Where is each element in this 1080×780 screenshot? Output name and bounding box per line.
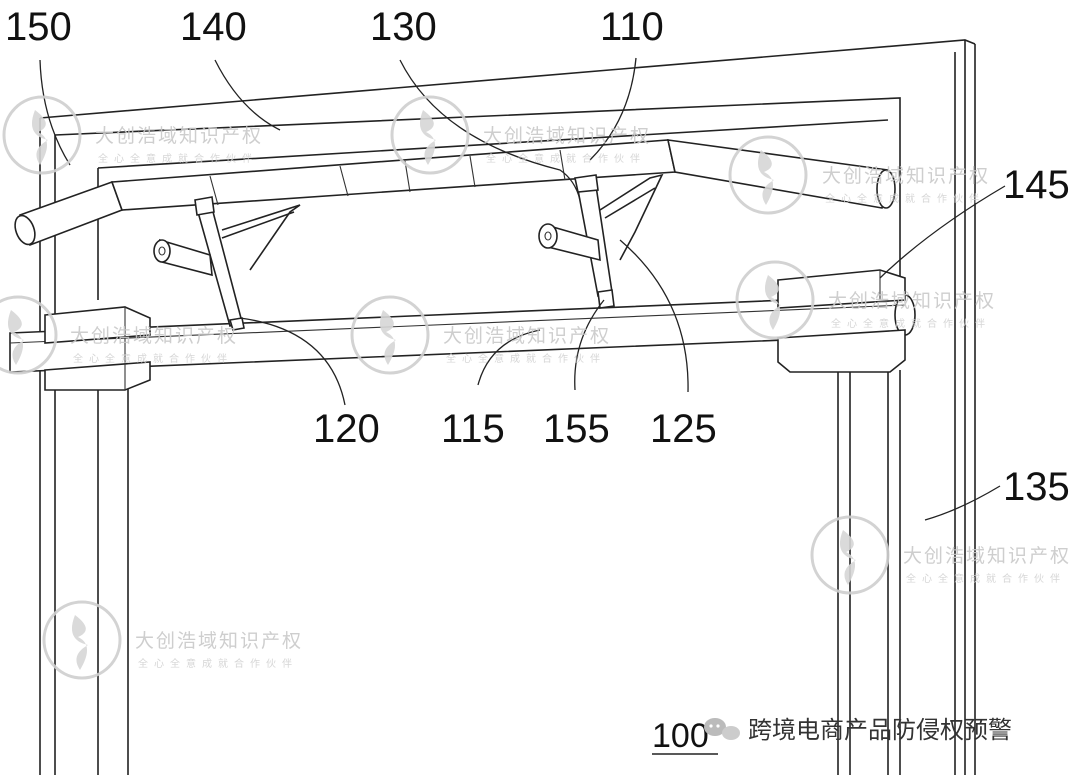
watermark-title: 大创浩域知识产权 (443, 325, 611, 347)
watermark-logo-icon (728, 135, 808, 215)
watermark-logo-icon (350, 295, 430, 375)
left-brace (221, 204, 301, 271)
figure-number-group: 100 (652, 717, 718, 755)
upper-bar (14, 139, 896, 247)
watermark-subtitle: 全心全意成就合作伙伴 (446, 352, 606, 365)
ref-150: 150 (5, 5, 72, 49)
ref-140: 140 (180, 5, 247, 49)
footer-caption: 跨境电商产品防侵权预警 (748, 717, 1012, 744)
watermark-title: 大创浩域知识产权 (903, 545, 1071, 567)
ref-110: 110 (600, 5, 664, 49)
watermark-title: 大创浩域知识产权 (822, 165, 990, 187)
ref-155: 155 (543, 407, 610, 451)
watermark-subtitle: 全心全意成就合作伙伴 (98, 152, 258, 165)
ref-115: 115 (441, 407, 505, 451)
watermark-logo-icon (735, 260, 815, 340)
watermark-title: 大创浩域知识产权 (95, 125, 263, 147)
watermark-logo-icon (0, 295, 58, 375)
ref-135: 135 (1003, 465, 1070, 509)
watermark-subtitle: 全心全意成就合作伙伴 (486, 152, 646, 165)
ref-145: 145 (1003, 163, 1070, 207)
watermark-logo-icon (42, 600, 122, 680)
figure-number: 100 (652, 717, 709, 755)
watermark-title: 大创浩域知识产权 (70, 325, 238, 347)
watermark-logo-icon (810, 515, 890, 595)
watermark-subtitle: 全心全意成就合作伙伴 (906, 572, 1066, 585)
ref-125: 125 (650, 407, 717, 451)
left-strut-120 (194, 196, 245, 331)
chat-bubble-icon (704, 718, 740, 740)
watermark: 大创浩域知识产权 全心全意成就合作伙伴 大创浩域知识产权 全心全意成就合作伙伴 … (0, 95, 1071, 680)
left-peg-handle (153, 238, 213, 277)
right-brace-125 (599, 173, 664, 261)
footer-caption-group: 跨境电商产品防侵权预警 (704, 717, 1012, 744)
right-mount-block-145 (777, 269, 906, 373)
left-mount-block (44, 306, 151, 391)
ref-120: 120 (313, 407, 380, 451)
watermark-subtitle: 全心全意成就合作伙伴 (831, 317, 991, 330)
watermark-title: 大创浩域知识产权 (828, 290, 996, 312)
right-peg-handle (538, 223, 601, 262)
watermark-title: 大创浩域知识产权 (135, 630, 303, 652)
watermark-logo-icon (390, 95, 470, 175)
ref-130: 130 (370, 5, 437, 49)
watermark-logo-icon (2, 95, 82, 175)
watermark-subtitle: 全心全意成就合作伙伴 (73, 352, 233, 365)
watermark-title: 大创浩域知识产权 (483, 125, 651, 147)
watermark-subtitle: 全心全意成就合作伙伴 (825, 192, 985, 205)
reference-numerals: 150 140 130 110 145 120 115 155 125 135 (5, 5, 1070, 509)
watermark-subtitle: 全心全意成就合作伙伴 (138, 657, 298, 670)
leader-lines (39, 57, 1006, 521)
